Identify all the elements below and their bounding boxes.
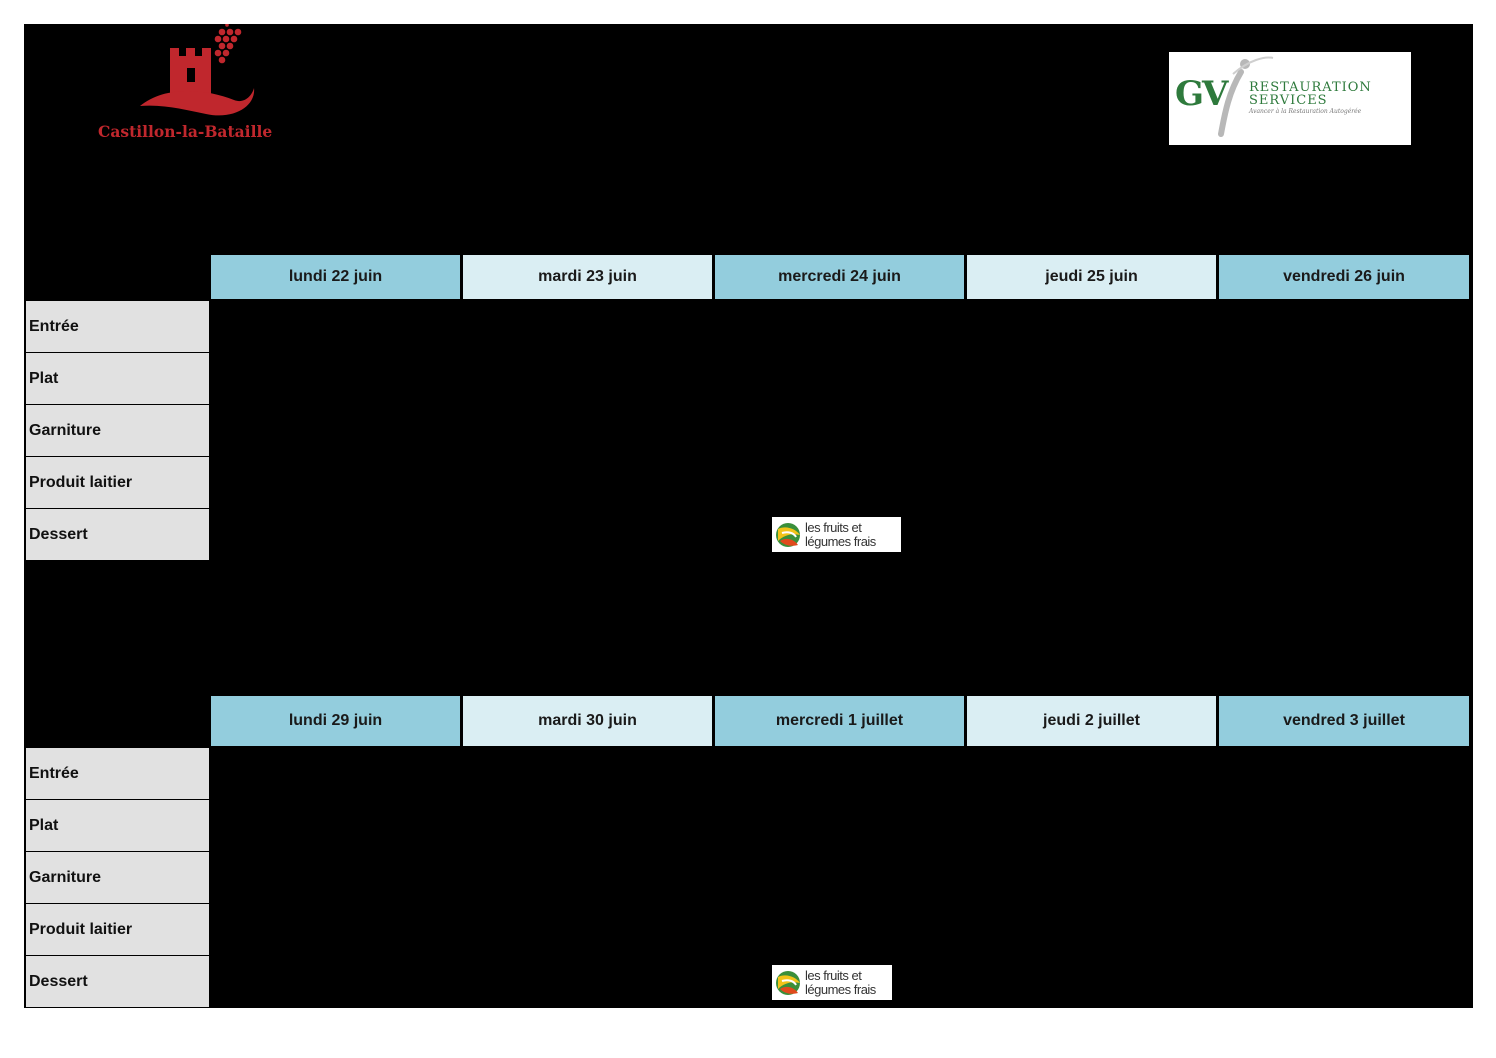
week2-day-header: mercredi 1 juillet [715,696,964,746]
caterer-figure-icon [1218,56,1274,137]
badge-line1: les fruits et [805,520,862,535]
week1-row-label: Plat [26,353,209,404]
town-name: Castillon-la-Bataille [98,122,273,141]
week2-row-label: Entrée [26,748,209,799]
week2-day-header: jeudi 2 juillet [967,696,1216,746]
fruits-legumes-badge: les fruits et légumes frais [772,965,892,1000]
caterer-logo: GV RESTAURATION SERVICES Avancer à la Re… [1169,52,1411,145]
week2-day-header: mardi 30 juin [463,696,712,746]
week2-row-label: Dessert [26,956,209,1007]
week1-row-label: Entrée [26,301,209,352]
week1-row-label: Garniture [26,405,209,456]
week2-row-label: Garniture [26,852,209,903]
caterer-line1: RESTAURATION [1249,80,1372,95]
fruits-legumes-badge: les fruits et légumes frais [772,517,901,552]
menu-page: Castillon-la-Bataille GV RESTAURATION SE… [24,24,1473,1008]
week2-row-label: Plat [26,800,209,851]
caterer-line2: SERVICES [1249,93,1328,108]
castle-icon [140,24,255,116]
week2-row-label: Produit laitier [26,904,209,955]
week2-day-header: lundi 29 juin [211,696,460,746]
town-logo: Castillon-la-Bataille [94,24,294,142]
fruits-legumes-logo-icon [776,523,800,547]
caterer-initials: GV [1175,74,1228,114]
caterer-tagline: Avancer à la Restauration Autogérée [1249,108,1362,115]
week1-day-header: mercredi 24 juin [715,255,964,299]
badge-line2: légumes frais [805,534,876,549]
week1-day-header: vendredi 26 juin [1219,255,1469,299]
week1-day-header: mardi 23 juin [463,255,712,299]
week1-row-label: Produit laitier [26,457,209,508]
week1-day-header: jeudi 25 juin [967,255,1216,299]
badge-line2: légumes frais [805,982,876,997]
fruits-legumes-logo-icon [776,971,800,995]
week1-row-label: Dessert [26,509,209,560]
week1-day-header: lundi 22 juin [211,255,460,299]
week2-day-header: vendred 3 juillet [1219,696,1469,746]
badge-line1: les fruits et [805,968,862,983]
